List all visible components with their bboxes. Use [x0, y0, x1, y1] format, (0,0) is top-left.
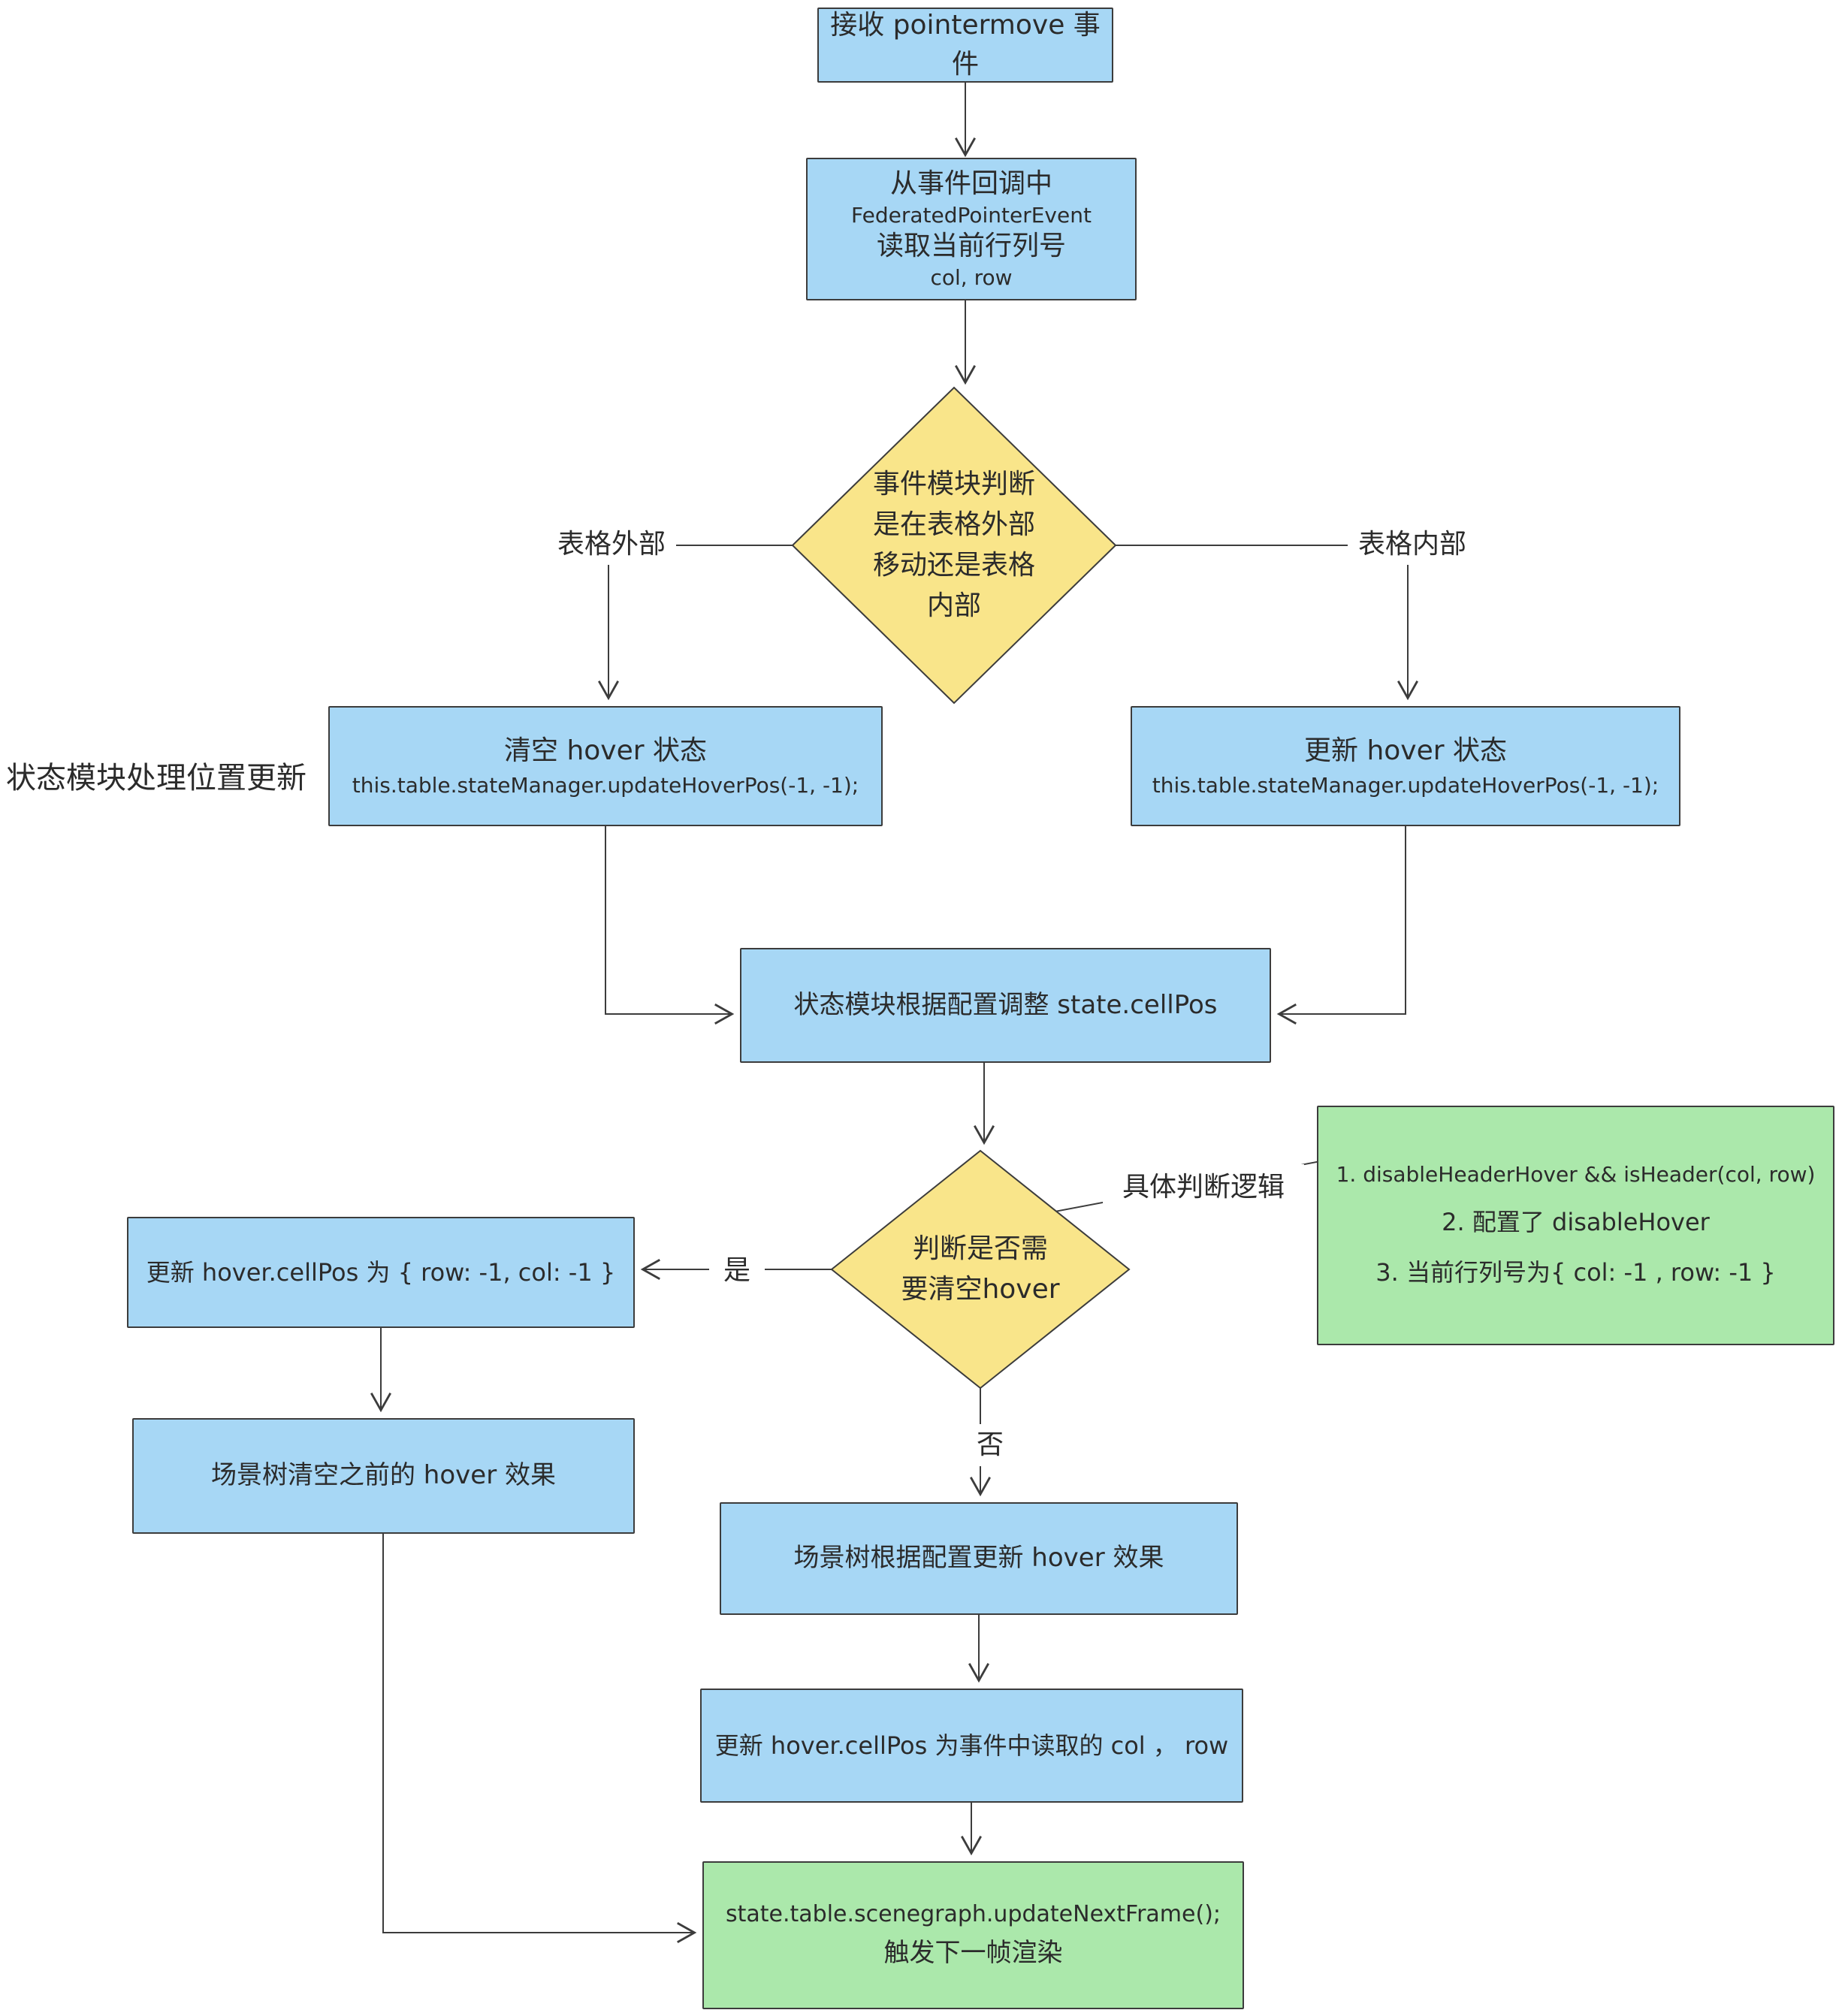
node-adjust-cellpos-label: 状态模块根据配置调整 state.cellPos	[793, 989, 1218, 1020]
edge-label-no: 否	[964, 1424, 1016, 1466]
node-clear-prev-hover-effect-label: 场景树清空之前的 hover 效果	[211, 1460, 556, 1491]
edge-clear-to-adjust	[605, 826, 735, 1025]
decision1-line1: 事件模块判断	[872, 469, 1035, 499]
decision1-line4: 内部	[926, 590, 981, 621]
decision-inside-outside-text: 事件模块判断 是在表格外部 移动还是表格 内部	[804, 421, 1104, 670]
node-receive-pointermove-label: 接收 pointermove 事件	[830, 9, 1101, 80]
note-judge-logic-line1: 1. disableHeaderHover && isHeader(col, r…	[1336, 1161, 1816, 1187]
node-set-cellpos-negative-label: 更新 hover.cellPos 为 { row: -1, col: -1 }	[146, 1257, 616, 1287]
node-read-event-line3: 读取当前行列号	[876, 231, 1066, 261]
decision2-line2: 要清空hover	[901, 1274, 1060, 1305]
decision2-line1: 判断是否需	[912, 1233, 1048, 1264]
node-set-cellpos-negative: 更新 hover.cellPos 为 { row: -1, col: -1 }	[127, 1217, 635, 1328]
node-trigger-render-label: 触发下一帧渲染	[883, 1938, 1063, 1969]
node-update-hover-state: 更新 hover 状态 this.table.stateManager.upda…	[1131, 706, 1680, 826]
node-clear-hover-code: this.table.stateManager.updateHoverPos(-…	[352, 772, 859, 798]
node-read-event: 从事件回调中 FederatedPointerEvent 读取当前行列号 col…	[806, 158, 1137, 300]
node-read-event-line4: col, row	[930, 264, 1013, 290]
node-clear-hover-title: 清空 hover 状态	[504, 735, 707, 766]
edge-update-to-adjust	[1276, 826, 1406, 1025]
node-update-hover-title: 更新 hover 状态	[1304, 735, 1507, 766]
node-update-hover-effect-label: 场景树根据配置更新 hover 效果	[793, 1543, 1164, 1574]
node-update-hover-code: this.table.stateManager.updateHoverPos(-…	[1152, 772, 1659, 798]
note-judge-logic-line2: 2. 配置了 disableHover	[1442, 1207, 1710, 1236]
node-set-cellpos-from-event: 更新 hover.cellPos 为事件中读取的 col ， row	[700, 1689, 1243, 1803]
edge-label-inside: 表格内部	[1348, 524, 1477, 565]
node-clear-hover-state: 清空 hover 状态 this.table.stateManager.upda…	[328, 706, 883, 826]
node-update-hover-effect: 场景树根据配置更新 hover 效果	[720, 1502, 1238, 1615]
edge-label-judge-logic: 具体判断逻辑	[1103, 1164, 1304, 1211]
decision1-line3: 移动还是表格	[872, 550, 1035, 581]
node-adjust-cellpos: 状态模块根据配置调整 state.cellPos	[740, 948, 1271, 1063]
node-clear-prev-hover-effect: 场景树清空之前的 hover 效果	[132, 1418, 635, 1534]
node-set-cellpos-from-event-label: 更新 hover.cellPos 为事件中读取的 col ， row	[714, 1731, 1229, 1760]
node-receive-pointermove: 接收 pointermove 事件	[817, 8, 1113, 83]
node-trigger-render: state.table.scenegraph.updateNextFrame()…	[702, 1861, 1244, 2009]
node-read-event-line2: FederatedPointerEvent	[851, 202, 1092, 228]
decision1-line2: 是在表格外部	[872, 509, 1035, 540]
edge-cleartree-to-render	[382, 1534, 697, 1943]
edge-label-outside: 表格外部	[547, 524, 676, 565]
note-judge-logic-line3: 3. 当前行列号为{ col: -1 , row: -1 }	[1375, 1257, 1776, 1287]
decision-clear-hover-shape	[830, 1149, 1131, 1390]
note-judge-logic: 1. disableHeaderHover && isHeader(col, r…	[1317, 1106, 1834, 1345]
decision-inside-outside-shape	[791, 386, 1117, 705]
edge-label-yes: 是	[709, 1250, 765, 1292]
decision-clear-hover-text: 判断是否需 要清空hover	[853, 1194, 1108, 1345]
node-trigger-render-code: state.table.scenegraph.updateNextFrame()…	[725, 1901, 1221, 1928]
node-read-event-line1: 从事件回调中	[889, 167, 1052, 199]
side-note-state-module: 状态模块处理位置更新	[6, 761, 306, 795]
